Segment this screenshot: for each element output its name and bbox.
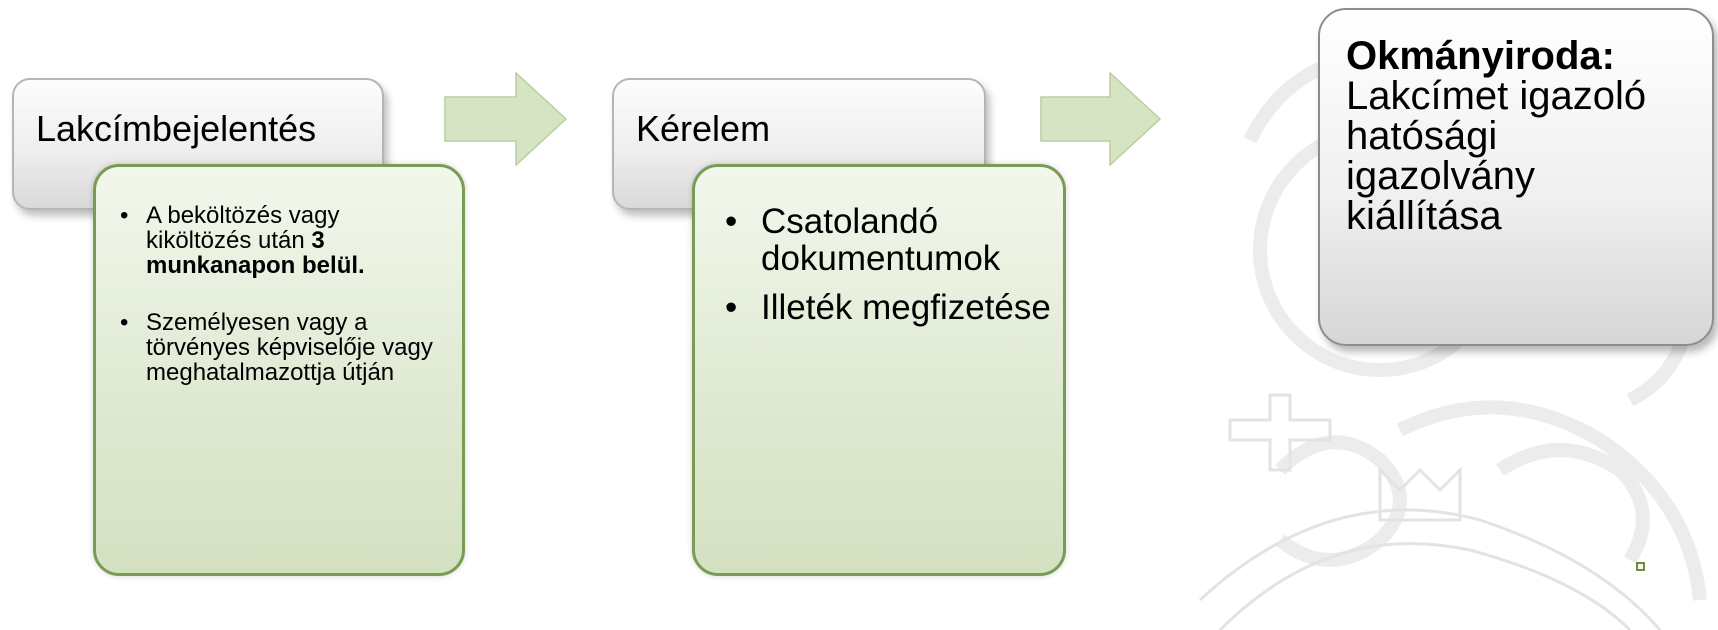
small-square-marker bbox=[1636, 562, 1645, 571]
step-1-details-box: •A beköltözés vagy kiköltözés után 3 mun… bbox=[93, 164, 465, 576]
arrow-right-icon bbox=[1040, 72, 1162, 166]
step-2-title: Kérelem bbox=[636, 108, 771, 149]
final-result-label: Okmányiroda: bbox=[1346, 34, 1615, 78]
arrow-shape bbox=[1040, 72, 1162, 166]
arrow-right-icon bbox=[444, 72, 568, 166]
step-1-bullet-1-emphasis: 3 munkanapon belül. bbox=[146, 227, 365, 279]
list-item: •Illeték megfizetése bbox=[725, 288, 1051, 327]
list-item: •A beköltözés vagy kiköltözés után 3 mun… bbox=[120, 202, 365, 279]
final-result-box: Okmányiroda: Lakcímet igazoló hatósági i… bbox=[1318, 8, 1714, 346]
step-2-bullet-2-text: Illeték megfizetése bbox=[761, 288, 1051, 327]
step-1-bullet-2-text: Személyesen vagy a törvényes képviselője… bbox=[146, 309, 433, 386]
arrow-shape bbox=[444, 72, 568, 166]
step-2-details-box: •Csatolandó dokumentumok •Illeték megfiz… bbox=[692, 164, 1066, 576]
step-1-bullet-1-text: A beköltözés vagy kiköltözés után bbox=[146, 202, 340, 254]
list-item: •Csatolandó dokumentumok bbox=[725, 202, 1001, 278]
final-result-text: Okmányiroda: Lakcímet igazoló hatósági i… bbox=[1346, 36, 1686, 236]
step-2-bullet-list: •Csatolandó dokumentumok •Illeték megfiz… bbox=[725, 203, 1055, 326]
step-2-bullet-1-text: Csatolandó dokumentumok bbox=[761, 202, 1001, 278]
step-1-bullet-list: •A beköltözés vagy kiköltözés után 3 mun… bbox=[120, 203, 450, 385]
list-item: •Személyesen vagy a törvényes képviselőj… bbox=[120, 309, 433, 386]
final-result-description: Lakcímet igazoló hatósági igazolvány kiá… bbox=[1346, 74, 1647, 238]
step-1-title: Lakcímbejelentés bbox=[36, 108, 317, 149]
